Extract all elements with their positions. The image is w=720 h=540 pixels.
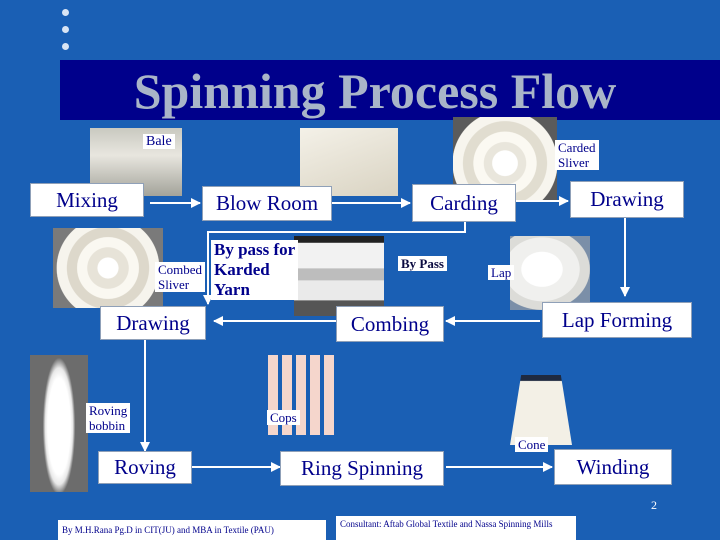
cone-photo	[510, 375, 572, 445]
step-lap-forming: Lap Forming	[542, 302, 692, 338]
step-combing: Combing	[336, 306, 444, 342]
label-bypass-karded-line3: Yarn	[214, 280, 250, 299]
step-ring-spinning: Ring Spinning	[280, 451, 444, 486]
footer-author: By M.H.Rana Pg.D in CIT(JU) and MBA in T…	[62, 525, 274, 535]
label-carded-sliver: Carded Sliver	[555, 140, 599, 170]
label-roving-bobbin-line2: bobbin	[89, 418, 126, 433]
label-bale: Bale	[143, 134, 175, 149]
step-mixing: Mixing	[30, 183, 144, 217]
decor-dot	[62, 26, 69, 33]
decor-dot	[62, 43, 69, 50]
label-by-pass: By Pass	[398, 256, 447, 271]
footer-consultant-box	[336, 516, 576, 540]
bypass-cans-photo	[294, 236, 384, 316]
label-combed-sliver-line2: Sliver	[158, 277, 190, 292]
label-carded-sliver-line2: Sliver	[558, 155, 590, 170]
page-title: Spinning Process Flow	[133, 63, 617, 119]
combed-sliver-photo	[53, 228, 163, 308]
title-band	[60, 60, 720, 120]
label-roving-bobbin-line1: Roving	[89, 403, 128, 418]
label-cone: Cone	[515, 437, 549, 452]
footer-author-box	[58, 520, 326, 540]
step-winding: Winding	[554, 449, 672, 485]
label-bypass-karded-line2: Karded	[214, 260, 270, 279]
label-carded-sliver-line1: Carded	[558, 140, 596, 155]
label-roving-bobbin: Roving bobbin	[86, 403, 131, 433]
decor-dot	[62, 9, 69, 16]
step-carding: Carding	[412, 184, 516, 222]
cotton-photo	[300, 128, 398, 196]
footer-consultant: Consultant: Aftab Global Textile and Nas…	[340, 519, 553, 529]
label-cops: Cops	[267, 410, 300, 425]
step-drawing-top: Drawing	[570, 181, 684, 218]
label-bypass-karded: By pass for Karded Yarn	[211, 240, 299, 300]
page-number: 2	[651, 498, 657, 512]
roving-bobbin-photo	[30, 355, 88, 492]
arrow-carding-bypass	[203, 222, 466, 305]
step-blow-room: Blow Room	[202, 186, 332, 221]
label-lap: Lap	[488, 265, 515, 280]
label-combed-sliver: Combed Sliver	[155, 262, 206, 292]
step-roving: Roving	[98, 451, 192, 484]
label-bypass-karded-line1: By pass for	[214, 240, 296, 259]
label-combed-sliver-line1: Combed	[158, 262, 203, 277]
lap-photo	[510, 236, 590, 310]
step-drawing-left: Drawing	[100, 306, 206, 340]
